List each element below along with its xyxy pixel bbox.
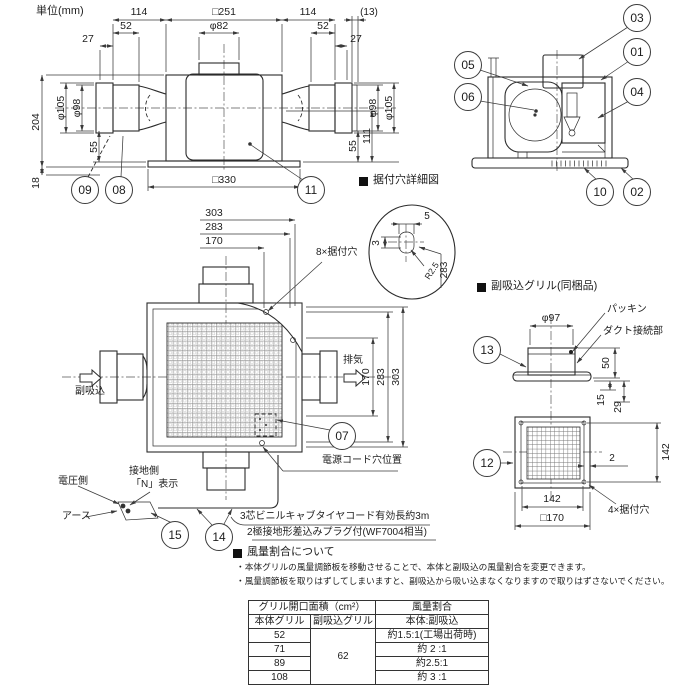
dim-170-square: □170 — [540, 511, 564, 524]
table-header-ratio: 風量割合 — [375, 600, 489, 615]
table-col-main-grille: 本体グリル — [248, 614, 311, 629]
exhaust-label: 排気 — [343, 355, 363, 366]
dim-13-ref: (13) — [360, 7, 378, 18]
n-mark-label: 「N」表示 — [131, 479, 179, 490]
dim-phi97: φ97 — [541, 311, 561, 324]
callout-06: 06 — [454, 83, 482, 111]
dim-303-top: 303 — [205, 206, 223, 219]
dim-52-left: 52 — [120, 19, 132, 32]
packing-label: パッキン — [607, 304, 647, 315]
dim-18: 18 — [29, 177, 42, 189]
table-cell-ratio-0: 約1.5:1(工場出荷時) — [375, 628, 489, 643]
callout-05: 05 — [454, 51, 482, 79]
dim-55-right: 55 — [346, 140, 359, 152]
dim-52-right: 52 — [317, 19, 329, 32]
dim-251-square: □251 — [212, 5, 236, 18]
dim-phi105-right: φ105 — [382, 95, 395, 121]
callout-02: 02 — [623, 178, 651, 206]
dim-27-right: 27 — [350, 32, 362, 45]
dim-170-right: 170 — [359, 368, 372, 386]
callout-15: 15 — [161, 521, 189, 549]
cord-spec-line2: 2極接地形差込みプラグ付(WF7004相当) — [247, 527, 428, 538]
dim-283-top: 283 — [205, 220, 223, 233]
callout-10: 10 — [586, 178, 614, 206]
airflow-section-title: 風量割合について — [247, 546, 335, 558]
callout-08: 08 — [105, 176, 133, 204]
dim-114-right: 114 — [299, 5, 317, 18]
dim-15: 15 — [594, 394, 607, 406]
earth-label: アース — [62, 511, 91, 522]
dim-hole-5: 5 — [424, 211, 430, 222]
dim-phi105-left: φ105 — [54, 95, 67, 121]
dim-283-right: 283 — [374, 368, 387, 386]
dim-111: 111 — [360, 128, 373, 144]
dim-303-right: 303 — [389, 368, 402, 386]
callout-09: 09 — [71, 176, 99, 204]
ground-side-label: 接地側 — [129, 466, 159, 477]
callout-12: 12 — [473, 449, 501, 477]
callout-11: 11 — [297, 176, 325, 204]
voltage-side-label: 電圧側 — [58, 476, 88, 487]
dim-phi98-left: φ98 — [70, 98, 83, 118]
airflow-note-1: ・本体グリルの風量調節板を移動させることで、本体と副吸込の風量割合を変更できます… — [236, 562, 591, 572]
airflow-note-2: ・風量調節板を取りはずしてしまいますと、副吸込から吸い込まなくなりますので取りは… — [236, 576, 670, 586]
airflow-ratio-table: グリル開口面積（cm²） 風量割合 本体グリル 副吸込グリル 本体:副吸込 52… — [248, 600, 489, 685]
dim-27-left: 27 — [82, 32, 94, 45]
cord-spec-line1: 3芯ビニルキャブタイヤコード有効長約3m — [240, 511, 430, 522]
mount-holes-8-label: 8×据付穴 — [316, 247, 358, 258]
table-col-sub-grille: 副吸込グリル — [310, 614, 376, 629]
dim-50: 50 — [599, 357, 612, 369]
table-cell-sub-value: 62 — [310, 628, 376, 685]
mount-holes-4-label: 4×据付穴 — [608, 505, 650, 516]
dim-phi82: φ82 — [209, 19, 229, 32]
dim-hole-3: 3 — [371, 240, 382, 246]
units-label: 単位(mm) — [36, 5, 84, 17]
dim-330-square: □330 — [212, 173, 236, 186]
dim-170-top: 170 — [205, 234, 223, 247]
dim-2: 2 — [609, 453, 615, 464]
dim-hole-283: 283 — [439, 261, 450, 279]
table-cell-ratio-1: 約 2 :1 — [375, 642, 489, 657]
callout-07: 07 — [328, 422, 356, 450]
hole-detail-title: 据付穴詳細図 — [373, 174, 439, 186]
callout-14: 14 — [205, 523, 233, 551]
dim-142-horizontal: 142 — [543, 492, 561, 505]
callout-13: 13 — [473, 336, 501, 364]
table-cell-ratio-2: 約2.5:1 — [375, 656, 489, 671]
dim-204: 204 — [29, 113, 42, 131]
table-header-area: グリル開口面積（cm²） — [248, 600, 376, 615]
table-cell-main-3: 108 — [248, 670, 311, 685]
duct-connection-label: ダクト接続部 — [603, 326, 663, 337]
table-cell-main-1: 71 — [248, 642, 311, 657]
dim-114-left: 114 — [130, 5, 148, 18]
dim-55-left: 55 — [87, 141, 100, 153]
cord-hole-label: 電源コード穴位置 — [322, 455, 402, 466]
table-cell-main-2: 89 — [248, 656, 311, 671]
table-cell-main-0: 52 — [248, 628, 311, 643]
dim-phi98-right: φ98 — [366, 98, 379, 118]
table-cell-ratio-3: 約 3 :1 — [375, 670, 489, 685]
sub-grille-title: 副吸込グリル(同梱品) — [491, 280, 598, 292]
callout-01: 01 — [623, 38, 651, 66]
sub-intake-label: 副吸込 — [75, 386, 105, 397]
callout-04: 04 — [623, 78, 651, 106]
table-col-ratio: 本体:副吸込 — [375, 614, 489, 629]
callout-03: 03 — [623, 4, 651, 32]
dim-29: 29 — [611, 401, 624, 413]
dim-142-vertical: 142 — [659, 443, 672, 461]
